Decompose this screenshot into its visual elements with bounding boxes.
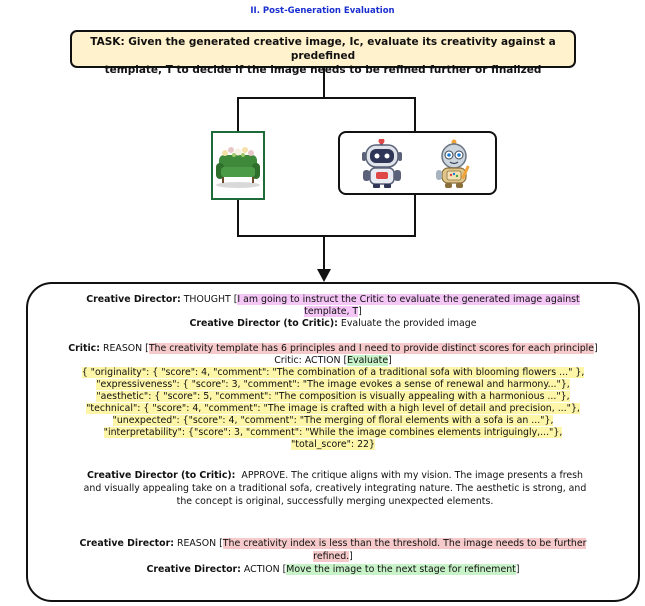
bracket-close: ] (349, 551, 353, 562)
speaker-label: Critic: (68, 343, 100, 354)
score-text: "technical": { "score": 4, "comment": "T… (86, 403, 580, 414)
instruction-text: Evaluate the provided image (340, 318, 477, 329)
speaker-label: Creative Director: (79, 538, 174, 549)
score-line-aesthetic: "aesthetic": { "score": 5, "comment": "T… (28, 391, 638, 403)
arrowhead-icon (317, 269, 331, 282)
sofa-icon (216, 147, 260, 188)
robot-creative-director-icon (430, 139, 478, 189)
dialogue-box: Creative Director: THOUGHT [I am going t… (26, 282, 640, 602)
reason-keyword: REASON [ (176, 538, 223, 549)
thought-keyword: THOUGHT [ (183, 294, 238, 305)
score-line-unexpected: "unexpected": {"score": 4, "comment": "T… (28, 415, 638, 427)
action-text: Evaluate (347, 355, 389, 366)
connector-split-horizontal (237, 97, 416, 99)
speaker-label: Creative Director: (86, 294, 181, 305)
cd-to-critic-line: Creative Director (to Critic): Evaluate … (28, 318, 638, 330)
reason-text: The creativity template has 6 principles… (148, 343, 595, 354)
action-keyword: ACTION [ (243, 564, 287, 575)
bracket-close: ] (388, 355, 392, 366)
speaker-label: Creative Director (to Critic): (189, 318, 338, 329)
agents-box (338, 131, 497, 195)
score-text: "expressiveness": { "score": 3, "comment… (96, 379, 570, 390)
connector-task-down (323, 68, 325, 98)
reason-text: The creativity index is less than the th… (222, 538, 587, 549)
section-title: II. Post-Generation Evaluation (250, 6, 395, 16)
bracket-close: ] (594, 343, 598, 354)
bracket-close: ] (515, 564, 520, 575)
reason-text-cont: refined. (313, 551, 350, 562)
connector-from-sofa (237, 200, 239, 236)
reason-keyword: REASON [ (102, 343, 149, 354)
connector-join-horizontal (237, 235, 416, 237)
action-text: Move the image to the next stage for ref… (286, 564, 516, 575)
score-line-interpretability: "interpretability": {"score": 3, "commen… (28, 427, 638, 439)
cd-thought-line-1: Creative Director: THOUGHT [I am going t… (28, 294, 638, 306)
cd-reason-line-2: refined.] (28, 551, 638, 563)
task-box: TASK: Given the generated creative image… (70, 30, 576, 76)
connector-join-down (323, 235, 325, 271)
robot-critic-icon (358, 138, 406, 189)
approve-text: the concept is original, successfully me… (176, 496, 494, 507)
cd-thought-line-2: template, T] (28, 306, 638, 318)
thought-text: I am going to instruct the Critic to eva… (237, 294, 580, 305)
action-keyword: Critic: ACTION [ (274, 355, 348, 366)
connector-from-robots (414, 195, 416, 236)
speaker-label: Creative Director (to Critic): (87, 470, 236, 481)
approve-text: APPROVE. The critique aligns with my vis… (241, 470, 583, 481)
task-line-2: template, T to decide if the image needs… (104, 64, 542, 76)
critic-action-line: Critic: ACTION [Evaluate] (28, 355, 638, 367)
cd-action-line: Creative Director: ACTION [Move the imag… (28, 564, 638, 576)
score-text: { "originality": { "score": 4, "comment"… (81, 367, 585, 378)
connector-to-sofa (237, 97, 239, 131)
cd-reason-line-1: Creative Director: REASON [The creativit… (28, 538, 638, 550)
score-line-technical: "technical": { "score": 4, "comment": "T… (28, 403, 638, 415)
connector-to-robots (414, 97, 416, 131)
score-line-originality: { "originality": { "score": 4, "comment"… (28, 367, 638, 379)
score-line-expressiveness: "expressiveness": { "score": 3, "comment… (28, 379, 638, 391)
bracket-close: ] (358, 306, 362, 317)
task-line-1: TASK: Given the generated creative image… (90, 36, 556, 62)
score-text: "unexpected": {"score": 4, "comment": "T… (112, 415, 554, 426)
score-text: "interpretability": {"score": 3, "commen… (103, 427, 563, 438)
critic-reason-line: Critic: REASON [The creativity template … (28, 343, 638, 355)
thought-text-cont: template, T (304, 306, 359, 317)
score-text: "aesthetic": { "score": 5, "comment": "T… (96, 391, 570, 402)
approve-text: and visually appealing take on a traditi… (83, 483, 587, 494)
score-line-total: "total_score": 22} (28, 439, 638, 451)
generated-image (211, 131, 265, 200)
speaker-label: Creative Director: (146, 564, 241, 575)
score-text: "total_score": 22} (291, 439, 375, 450)
approve-paragraph: Creative Director (to Critic): APPROVE. … (40, 469, 630, 508)
